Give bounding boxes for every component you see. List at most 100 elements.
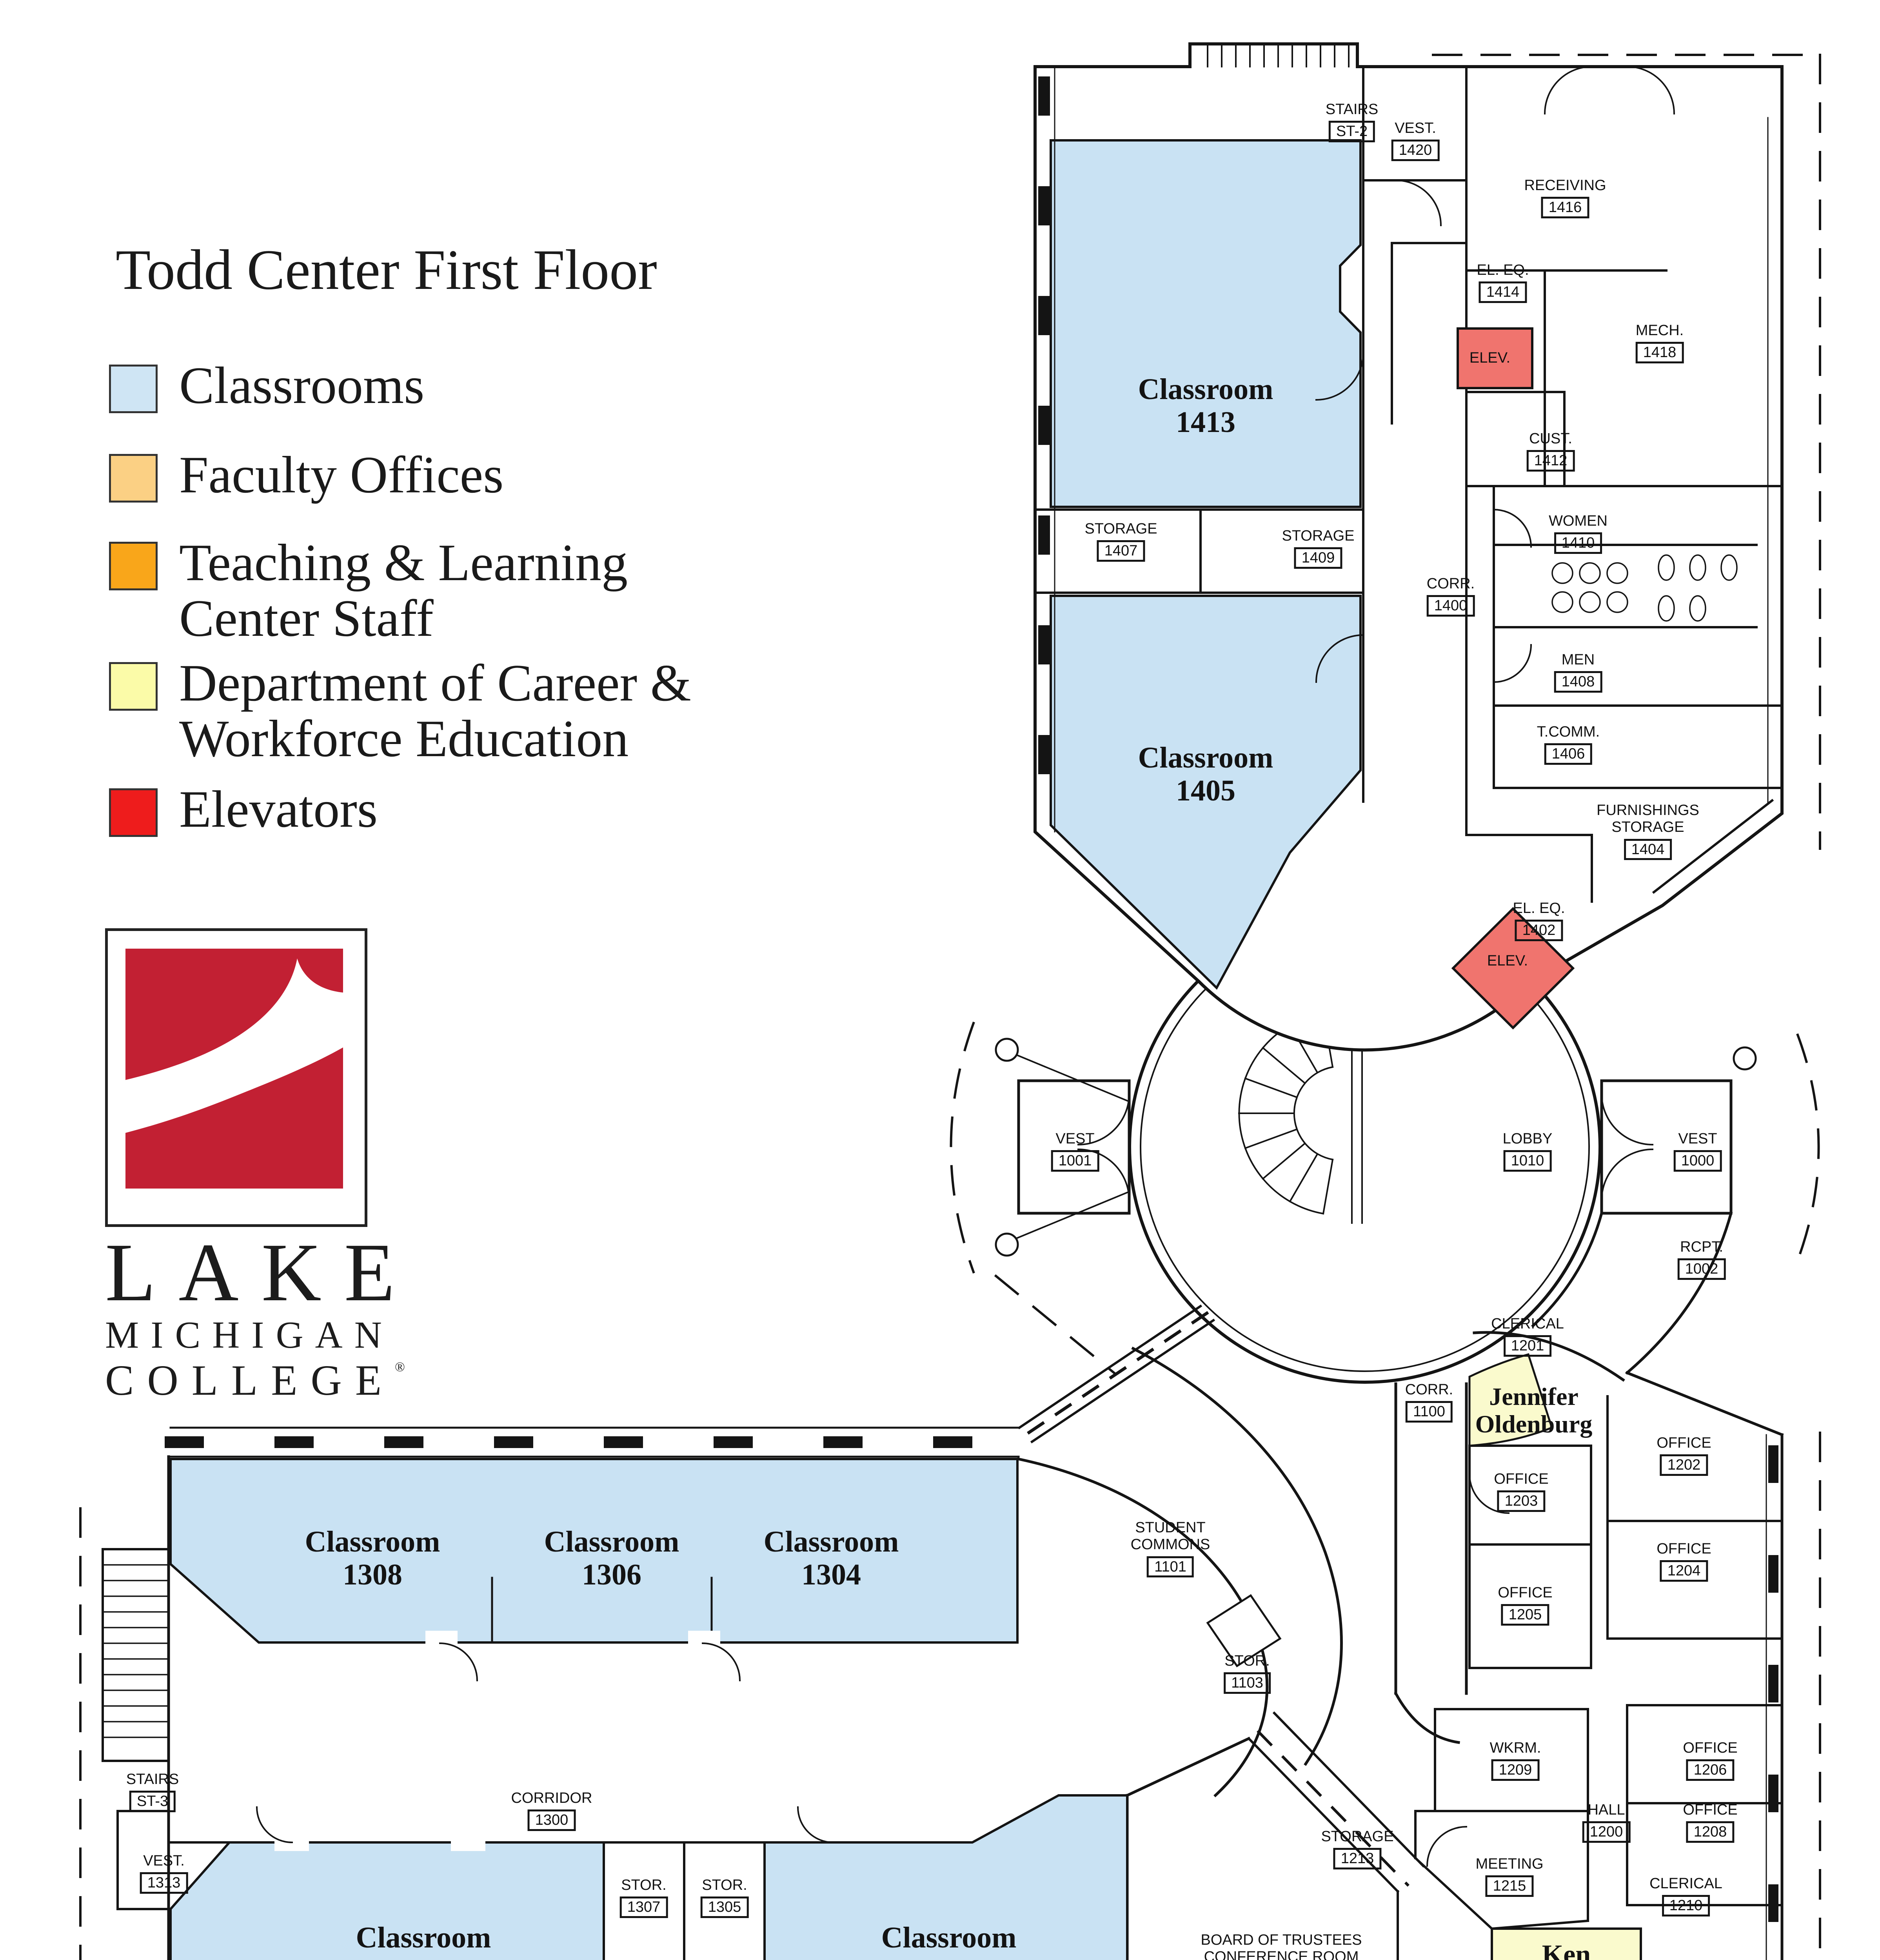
stairs-st2 <box>1207 43 1350 67</box>
room-vest-1000 <box>1600 1079 1733 1215</box>
page-title: Todd Center First Floor <box>116 238 657 301</box>
room-label-1307: STOR.1307 <box>619 1877 668 1918</box>
legend-swatch-faculty-offices <box>109 454 158 503</box>
lower-left-wing <box>102 1426 1128 1960</box>
legend-item-classrooms: Classrooms <box>109 358 424 413</box>
room-classrooms-1308-1306-1304 <box>169 1458 1019 1644</box>
door-gap <box>688 1631 720 1653</box>
room-classroom-1309 <box>169 1841 605 1960</box>
lower-right-wing <box>1125 1331 1784 1960</box>
legend-item-faculty-offices: Faculty Offices <box>109 447 503 503</box>
restroom-fixtures <box>1551 554 1738 622</box>
room-classroom-1303 <box>763 1794 1128 1960</box>
logo-line-michigan: MICHIGAN <box>105 1314 394 1356</box>
legend-label-classrooms: Classrooms <box>179 356 425 414</box>
room-elevator-south <box>1451 907 1575 1030</box>
room-label-1406: T.COMM.1406 <box>1537 724 1600 765</box>
logo-line-college: COLLEGE® <box>105 1356 405 1404</box>
room-label-1420: VEST.1420 <box>1391 120 1440 162</box>
legend-label-career-workforce: Department of Career &Workforce Educatio… <box>179 654 691 768</box>
room-label-1412: CUST.1412 <box>1526 430 1575 472</box>
big-label-classroom-1303: Classroom1303 <box>881 1921 1017 1960</box>
room-label-1305: STOR.1305 <box>700 1877 749 1918</box>
legend-item-career-workforce: Department of Career &Workforce Educatio… <box>109 655 691 766</box>
legend-label-elevators: Elevators <box>179 780 378 838</box>
stairs-st3 <box>102 1548 170 1762</box>
door-gap <box>425 1631 458 1653</box>
registered-mark: ® <box>395 1359 405 1374</box>
legend-swatch-elevators <box>109 788 158 837</box>
room-label-1402: EL. EQ.1402 <box>1513 900 1565 942</box>
rotunda-vestibules <box>995 1038 1757 1375</box>
legend-swatch-classrooms <box>109 365 158 413</box>
legend-item-elevators: Elevators <box>109 781 378 837</box>
overhang-dashed-lines <box>79 54 1821 1960</box>
room-vest-1001 <box>1017 1079 1131 1215</box>
room-label-1103: STOR.1103 <box>1224 1653 1271 1694</box>
room-label-1100: CORR.1100 <box>1405 1381 1453 1423</box>
wave-icon <box>125 949 343 1189</box>
logo-line-lake: LAKE <box>105 1226 418 1318</box>
legend-swatch-tlc-staff <box>109 542 158 590</box>
room-label-elev-: ELEV. <box>1469 350 1511 366</box>
room-label-1209: WKRM.1209 <box>1490 1740 1541 1781</box>
big-label-ken-flowers: KenFlowers <box>1542 1940 1591 1960</box>
room-ken-flowers-1212 <box>1491 1927 1642 1960</box>
room-label-1418: MECH.1418 <box>1635 322 1684 364</box>
rooms-stor-1307-1305 <box>603 1841 766 1960</box>
room-label-1002: RCPT.1002 <box>1677 1239 1726 1280</box>
room-label-1313: VEST.1313 <box>140 1853 188 1894</box>
room-stor-1103 <box>1206 1594 1282 1668</box>
lmc-logo <box>105 928 367 1227</box>
room-elevator-north <box>1457 327 1533 389</box>
legend-label-faculty-offices: Faculty Offices <box>179 446 504 504</box>
room-label-1400: CORR.1400 <box>1426 575 1475 617</box>
student-commons <box>1017 1304 1343 1797</box>
upper-wing <box>1034 42 1784 1052</box>
door-arcs <box>256 65 1675 1867</box>
room-classroom-1413 <box>1050 139 1362 508</box>
legend-swatch-career-workforce <box>109 662 158 711</box>
room-classroom-1405 <box>1050 595 1362 990</box>
room-label-elev-: ELEV. <box>1487 953 1528 969</box>
big-label-classroom-1309: Classroom1309 <box>356 1921 491 1960</box>
room-label-1414: EL. EQ.1414 <box>1477 262 1529 303</box>
room-jennifer-oldenburg <box>1468 1353 1553 1447</box>
